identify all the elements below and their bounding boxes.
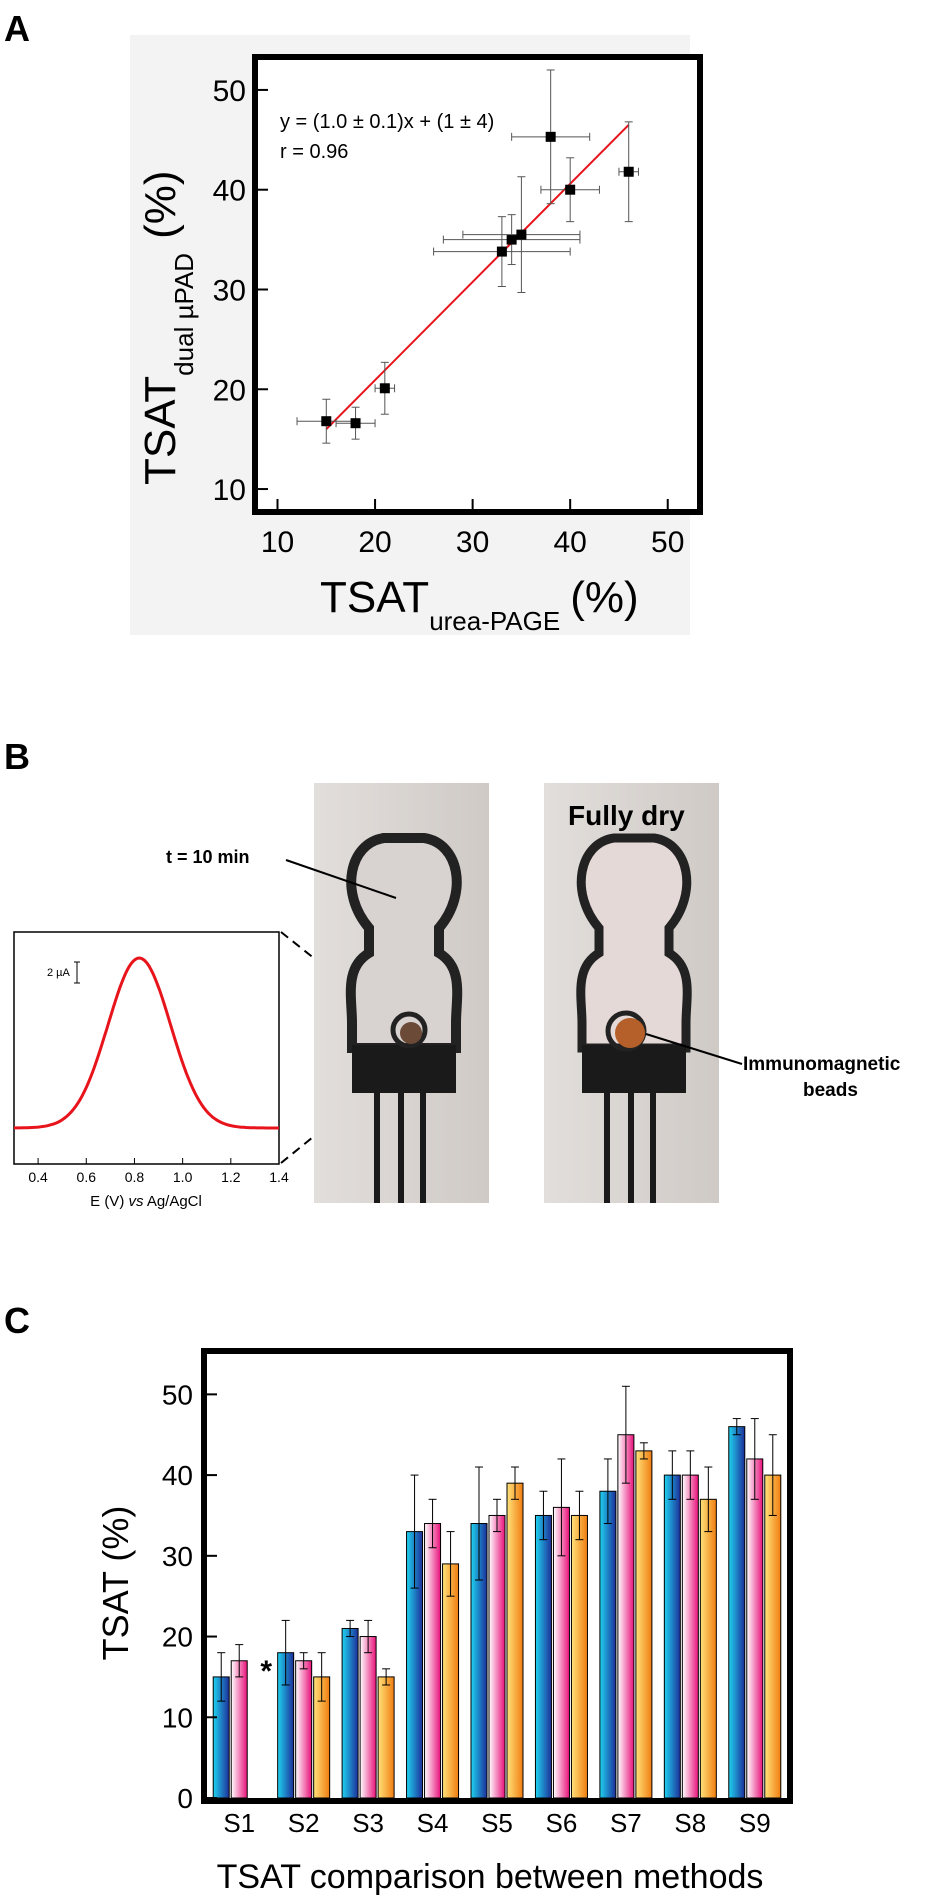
category-label: S9 xyxy=(739,1808,771,1838)
bar xyxy=(764,1474,782,1799)
data-point xyxy=(516,229,527,240)
bar xyxy=(728,1426,746,1799)
voltammogram-x-tick-label: 0.4 xyxy=(28,1169,48,1185)
category-label: S4 xyxy=(417,1808,449,1838)
bar xyxy=(681,1474,699,1799)
bar xyxy=(442,1563,460,1799)
scatter-chart: 10 20 30 40 50 10 20 30 40 50 y = (1.0 ± 0.1)x + … xyxy=(130,35,703,636)
fit-equation-annotation: y = (1.0 ± 0.1)x + (1 ± 4) xyxy=(280,111,494,133)
x-axis-title-unit: (%) xyxy=(570,573,638,622)
bar-y-tick-label: 30 xyxy=(162,1541,193,1572)
bar xyxy=(699,1498,717,1799)
x-axis-title-main: TSAT xyxy=(320,573,429,622)
y-tick-label: 30 xyxy=(213,274,246,307)
y-axis-title-subscript: dual µPAD xyxy=(169,253,199,376)
data-point xyxy=(623,166,634,177)
voltammogram-x-tick-label: 1.2 xyxy=(221,1169,241,1185)
y-axis-title-unit: (%) xyxy=(136,170,185,238)
bar xyxy=(341,1627,359,1799)
y-axis-title-main: TSAT xyxy=(136,376,185,485)
t10-label: t = 10 min xyxy=(166,847,250,867)
device-photo-dry xyxy=(544,783,719,1203)
correlation-annotation: r = 0.96 xyxy=(280,141,348,163)
bar xyxy=(488,1514,506,1799)
x-title-part-2: vs xyxy=(128,1193,144,1210)
panel-c-label: C xyxy=(4,1300,30,1341)
data-point xyxy=(565,184,576,195)
y-axis-title: TSATdual µPAD (%) xyxy=(136,170,199,485)
x-title-part-3: Ag/AgCl xyxy=(143,1193,201,1210)
bar-y-tick-label: 50 xyxy=(162,1379,193,1410)
bar-x-axis-title: TSAT comparison between methods xyxy=(217,1858,764,1896)
y-tick-label: 20 xyxy=(213,374,246,407)
x-tick-label: 20 xyxy=(358,526,391,559)
bar xyxy=(230,1660,248,1799)
significance-asterisk: * xyxy=(260,1655,272,1688)
x-tick-label: 10 xyxy=(261,526,294,559)
panel-a-label: A xyxy=(4,8,30,49)
data-point xyxy=(350,418,361,429)
x-tick-label: 30 xyxy=(456,526,489,559)
bar xyxy=(359,1636,377,1799)
scale-bar-label: 2 µA xyxy=(47,967,71,979)
bar xyxy=(663,1474,681,1799)
data-point xyxy=(506,234,517,245)
bar xyxy=(424,1523,442,1799)
category-label: S6 xyxy=(546,1808,578,1838)
category-label: S2 xyxy=(288,1808,320,1838)
x-axis-title-subscript: urea-PAGE xyxy=(429,606,560,636)
voltammogram-curve xyxy=(14,956,279,1130)
y-tick-label: 40 xyxy=(213,175,246,208)
bar-chart: S1 * S2 S3 S4 S5 S6 S7 S8 S9 0 10 20 30 40 50 TSAT com… xyxy=(95,1348,793,1896)
panel-b-label: B xyxy=(4,736,30,777)
x-tick-label: 50 xyxy=(651,526,684,559)
bar-y-tick-label: 10 xyxy=(162,1702,193,1733)
chart-a-plot-frame xyxy=(252,54,703,515)
fully-dry-label: Fully dry xyxy=(568,800,685,831)
voltammogram-chart: 2 µA 0.4 0.6 0.8 1.0 1.2 1.4 E (V) vs Ag/AgCl xyxy=(13,931,289,1210)
beads-label-line-2: beads xyxy=(803,1080,858,1101)
bar xyxy=(534,1514,552,1799)
voltammogram-x-tick-label: 1.0 xyxy=(173,1169,193,1185)
category-label: S8 xyxy=(674,1808,706,1838)
data-point xyxy=(321,416,332,427)
voltammogram-x-axis-title: E (V) vs Ag/AgCl xyxy=(90,1193,202,1210)
x-title-part-1: E (V) xyxy=(90,1193,128,1210)
bar-y-tick-label: 20 xyxy=(162,1622,193,1653)
category-label: S5 xyxy=(481,1808,513,1838)
bar xyxy=(599,1490,617,1799)
bar-y-axis-title: TSAT (%) xyxy=(95,1506,136,1661)
bar xyxy=(746,1458,764,1799)
x-axis-title: TSATurea-PAGE (%) xyxy=(320,573,639,636)
bar xyxy=(295,1660,313,1799)
data-point xyxy=(545,131,556,142)
device-photo-t10 xyxy=(314,783,489,1203)
category-label: S3 xyxy=(352,1808,384,1838)
data-point xyxy=(379,383,390,394)
category-label: S1 xyxy=(223,1808,255,1838)
bar xyxy=(617,1434,635,1799)
x-tick-label: 40 xyxy=(553,526,586,559)
bar xyxy=(377,1676,395,1799)
bar-y-tick-label: 40 xyxy=(162,1460,193,1491)
bar xyxy=(635,1450,653,1799)
y-tick-label: 50 xyxy=(213,75,246,108)
bar xyxy=(506,1482,524,1799)
beads-label-line-1: Immunomagnetic xyxy=(743,1054,901,1075)
category-label: S7 xyxy=(610,1808,642,1838)
fit-line xyxy=(325,124,630,430)
voltammogram-x-tick-label: 1.4 xyxy=(269,1169,289,1185)
voltammogram-x-tick-label: 0.6 xyxy=(77,1169,97,1185)
y-tick-label: 10 xyxy=(213,474,246,507)
data-point xyxy=(496,246,507,257)
voltammogram-x-tick-label: 0.8 xyxy=(125,1169,145,1185)
bar xyxy=(570,1514,588,1799)
bar-y-tick-label: 0 xyxy=(177,1783,193,1814)
